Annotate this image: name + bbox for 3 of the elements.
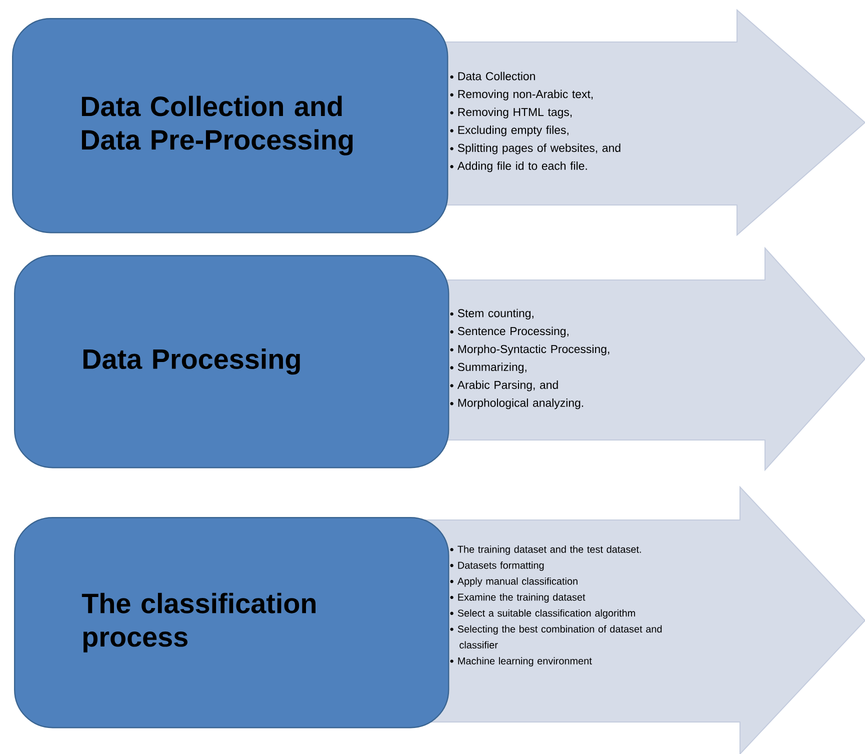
stage-box: Data Processing (14, 255, 450, 468)
stage-box: The classification process (14, 517, 450, 728)
stage-box: Data Collection and Data Pre-Processing (12, 18, 448, 234)
